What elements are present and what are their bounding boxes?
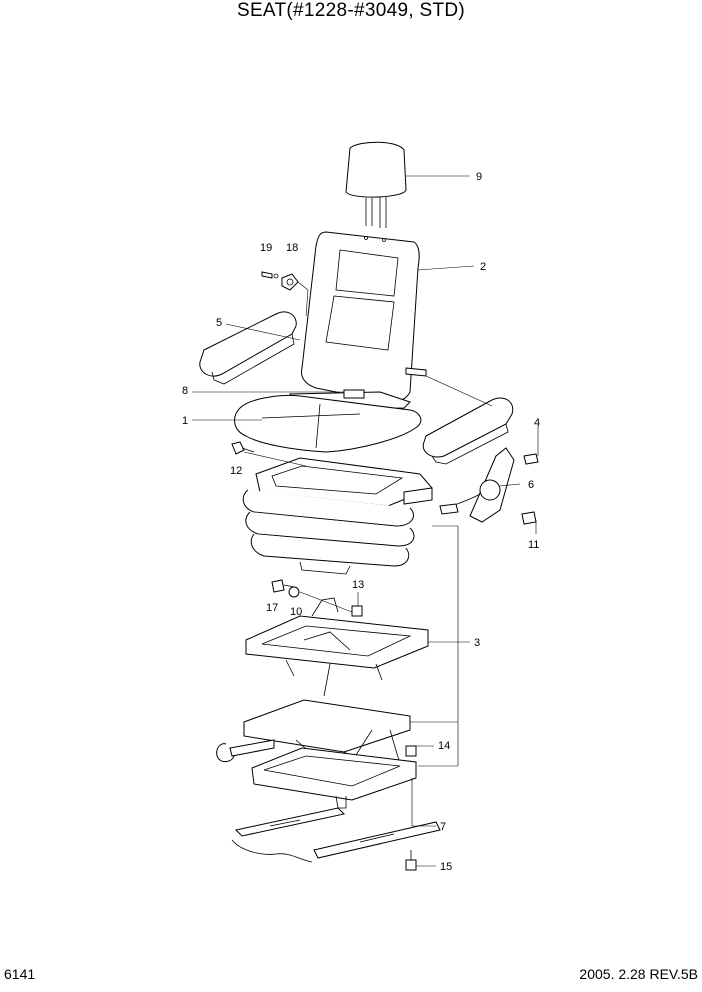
scissor-mechanism-part [216,699,417,809]
callout-2: 2 [480,261,486,273]
callout-15: 13 [352,579,364,591]
callout-8: 8 [182,385,188,397]
callout-19: 19 [260,242,272,254]
callout-10: 10 [290,606,302,618]
callout-5: 5 [216,317,222,329]
bolt-13-part [405,850,417,871]
callout-1: 1 [182,415,188,427]
callout-7: 7 [440,821,446,833]
page-title: SEAT(#1228-#3049, STD) [236,0,466,21]
callout-9: 9 [476,171,482,183]
callout-13: 15 [440,861,452,873]
bolt-part [521,453,539,525]
suspension-bellows-part [242,457,433,575]
backrest-part [301,231,427,403]
slide-rail-part [231,807,441,863]
callout-4: 4 [534,417,540,429]
callout-6: 6 [528,479,534,491]
nut-14-part [405,745,417,757]
callout-3: 3 [474,637,480,649]
pin-15-part [351,605,363,617]
knob-part [281,273,299,291]
callout-labels: 9 2 19 18 5 8 1 4 12 6 11 13 17 10 3 14 … [182,171,540,873]
callout-11: 11 [528,539,539,551]
callout-14: 14 [438,740,450,752]
armrest-left-part [199,311,297,385]
bracket-part [439,447,515,523]
revision-date: 2005. 2.28 REV.5B [579,966,698,982]
bolt-17-part [271,579,295,593]
callout-12: 12 [230,465,242,477]
upper-frame-part [245,597,429,697]
armrest-right-part [422,397,514,465]
bolt-12-part [231,441,255,455]
headrest-part [345,141,407,228]
page-number: 6141 [4,966,36,982]
seat-cushion-part [234,395,422,453]
screw-part [261,271,279,279]
nut-10-part [288,586,300,598]
callout-17: 17 [266,602,278,614]
leader-lines [192,175,539,867]
callout-18: 18 [286,242,298,254]
